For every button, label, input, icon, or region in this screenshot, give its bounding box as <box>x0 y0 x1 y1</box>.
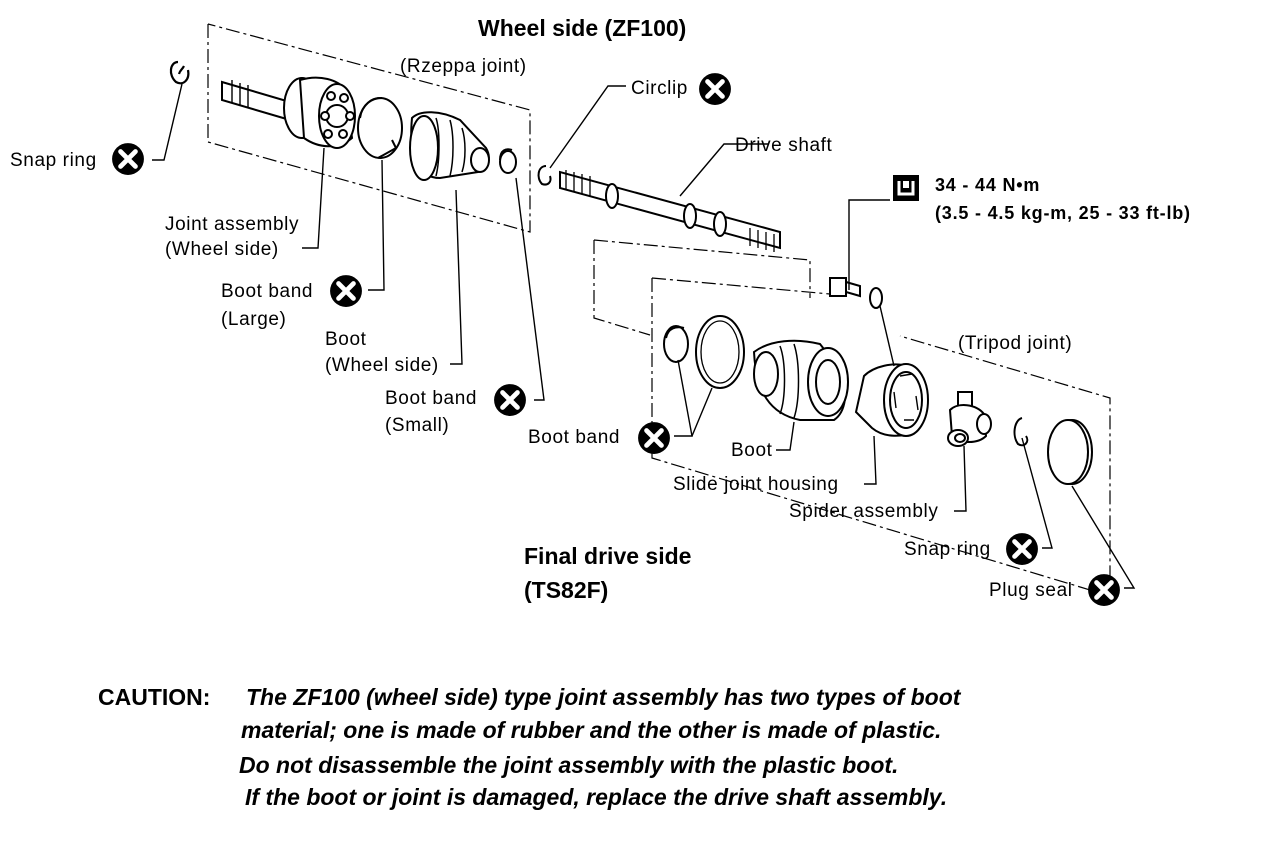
boot-band-final-part <box>663 315 745 389</box>
joint-assembly-label: Joint assembly <box>165 214 299 235</box>
caution-heading: CAUTION: <box>98 684 211 710</box>
wheel-side-frame <box>207 23 531 233</box>
slide-joint-housing-part <box>854 363 929 437</box>
replace-part-icon <box>112 143 144 175</box>
slide-joint-housing-label: Slide joint housing <box>673 474 839 495</box>
plug-seal-part <box>1047 419 1093 485</box>
bolt-and-washer-part <box>829 277 883 309</box>
final-drive-model: (TS82F) <box>524 577 608 603</box>
leader-lines <box>152 83 1136 589</box>
circlip-part <box>537 165 552 186</box>
snap-ring-left-part <box>169 60 190 85</box>
rzeppa-joint-label: (Rzeppa joint) <box>400 56 527 77</box>
snap-ring-right-part <box>1013 417 1029 447</box>
joint-assembly-sub-label: (Wheel side) <box>165 239 279 260</box>
drive-shaft-part <box>559 170 781 252</box>
boot-final-label: Boot <box>731 440 773 461</box>
caution-line-4: If the boot or joint is damaged, replace… <box>245 784 948 810</box>
snap-ring-right-label: Snap ring <box>904 539 991 560</box>
boot-wheel-sub-label: (Wheel side) <box>325 355 439 376</box>
circlip-label: Circlip <box>631 78 688 99</box>
boot-wheel-label: Boot <box>325 329 367 350</box>
boot-band-small-part <box>499 148 517 174</box>
wheel-side-heading: Wheel side (ZF100) <box>478 15 686 41</box>
spider-assembly-label: Spider assembly <box>789 501 938 522</box>
spider-assembly-part <box>947 391 992 447</box>
joint-assembly-part <box>221 76 356 149</box>
tripod-joint-label: (Tripod joint) <box>958 333 1072 354</box>
final-drive-heading: Final drive side <box>524 543 691 569</box>
boot-wheel-part <box>409 111 490 181</box>
torque-wrench-icon <box>893 175 919 201</box>
replace-part-icon <box>1088 574 1120 606</box>
caution-line-3: Do not disassemble the joint assembly wi… <box>239 752 899 778</box>
caution-line-1: The ZF100 (wheel side) type joint assemb… <box>246 684 961 710</box>
boot-band-final-label: Boot band <box>528 427 620 448</box>
boot-band-small-sub-label: (Small) <box>385 415 449 436</box>
boot-band-large-sub-label: (Large) <box>221 309 286 330</box>
boot-band-small-label: Boot band <box>385 388 477 409</box>
replace-part-icon <box>330 275 362 307</box>
replace-part-icon <box>638 422 670 454</box>
snap-ring-left-label: Snap ring <box>10 150 97 171</box>
caution-line-2: material; one is made of rubber and the … <box>241 717 942 743</box>
replace-part-icon <box>699 73 731 105</box>
boot-final-part <box>752 339 849 421</box>
boot-band-large-label: Boot band <box>221 281 313 302</box>
replace-part-icon <box>1006 533 1038 565</box>
torque-value: 34 - 44 N•m <box>935 175 1040 195</box>
replace-part-icon <box>494 384 526 416</box>
drive-shaft-label: Drive shaft <box>735 135 833 156</box>
plug-seal-label: Plug seal <box>989 580 1073 601</box>
torque-value-alt-units: (3.5 - 4.5 kg-m, 25 - 33 ft-lb) <box>935 203 1191 223</box>
boot-band-large-part <box>357 97 403 159</box>
